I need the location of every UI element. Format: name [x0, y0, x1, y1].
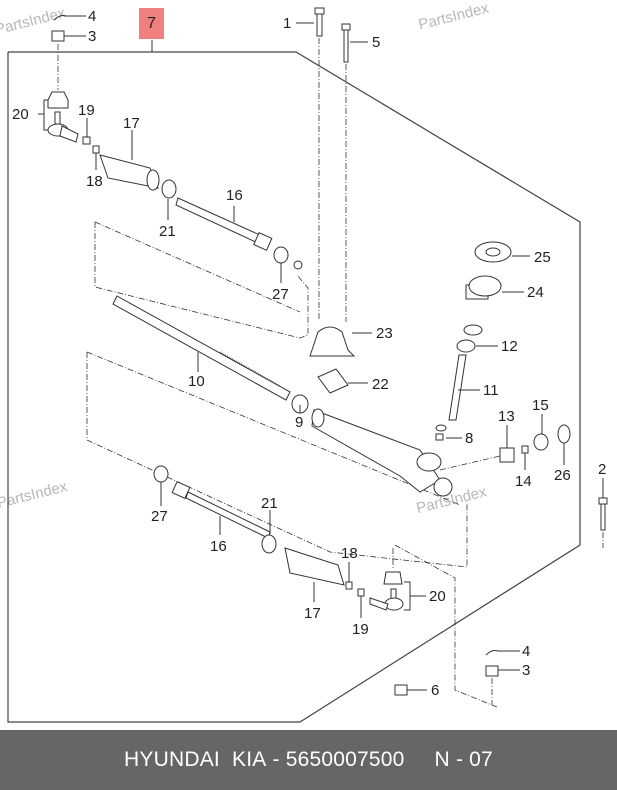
- callout-8[interactable]: 8: [465, 430, 473, 447]
- clamp-21-lower: [261, 510, 277, 554]
- callout-6[interactable]: 6: [431, 682, 439, 699]
- callout-10[interactable]: 10: [188, 373, 205, 390]
- callout-4[interactable]: 4: [88, 8, 96, 25]
- callout-22[interactable]: 22: [372, 376, 389, 393]
- callout-25[interactable]: 25: [534, 249, 551, 266]
- pinion-11: [448, 354, 480, 421]
- cap-25: [474, 241, 530, 263]
- callout-1[interactable]: 1: [283, 15, 291, 32]
- callout-4-lower[interactable]: 4: [522, 643, 530, 660]
- nut-19-upper: [82, 118, 91, 145]
- callout-15[interactable]: 15: [532, 397, 549, 414]
- yoke-13: [439, 425, 515, 471]
- watermark: PartsIndex: [0, 478, 69, 512]
- castle-nut-3: [51, 30, 86, 42]
- tie-rod-end-20-lower: [369, 548, 426, 611]
- parts-diagram: PartsIndex PartsIndex PartsIndex PartsIn…: [0, 0, 608, 723]
- callout-5[interactable]: 5: [372, 34, 380, 51]
- seal-24: [465, 275, 524, 300]
- ring-26: [557, 424, 571, 465]
- castle-nut-3-lower: [485, 665, 520, 705]
- callout-16[interactable]: 16: [226, 187, 243, 204]
- boot-17-upper: [99, 130, 160, 191]
- tie-rod-group-upper: [94, 222, 309, 339]
- nut-14: [521, 445, 529, 470]
- callout-21[interactable]: 21: [159, 223, 176, 240]
- callout-27[interactable]: 27: [272, 286, 289, 303]
- washer-27-upper: [273, 246, 303, 283]
- tie-rod-end-20-upper: [38, 91, 79, 143]
- tie-rod-end-lower-box: [394, 544, 498, 708]
- callout-18-lower[interactable]: 18: [341, 545, 358, 562]
- callout-24[interactable]: 24: [527, 284, 544, 301]
- bushing-22: [317, 368, 368, 394]
- o-ring-8: [435, 424, 462, 441]
- nut-6: [394, 684, 427, 696]
- footer-separator: -: [266, 748, 286, 771]
- footer-caption: HYUNDAI KIA - 5650007500 N - 07: [0, 730, 617, 790]
- snap-ring: [463, 324, 483, 336]
- footer-diagram-code: N - 07: [434, 748, 493, 771]
- bracket-23: [309, 326, 372, 357]
- nut-19-lower: [357, 588, 365, 618]
- callout-12[interactable]: 12: [501, 338, 518, 355]
- callout-9[interactable]: 9: [295, 414, 303, 431]
- callout-14[interactable]: 14: [515, 473, 532, 490]
- callout-20[interactable]: 20: [12, 106, 29, 123]
- callout-2[interactable]: 2: [598, 461, 606, 478]
- callout-27-lower[interactable]: 27: [151, 508, 168, 525]
- washer-18-lower: [345, 562, 353, 590]
- cotter-pin-4-lower: [485, 650, 520, 656]
- assembly-frame: [7, 51, 581, 723]
- bolt-5: [341, 23, 351, 322]
- callout-16-lower[interactable]: 16: [210, 538, 227, 555]
- callout-3-lower[interactable]: 3: [522, 662, 530, 679]
- callout-13[interactable]: 13: [498, 408, 515, 425]
- rack-housing: [311, 408, 453, 497]
- rack-10: [112, 295, 291, 401]
- washer-27-lower: [153, 465, 169, 506]
- washer-18-upper: [92, 145, 100, 170]
- assembly-badge[interactable]: 7: [139, 8, 164, 39]
- bolt-2: [598, 478, 608, 548]
- callout-18[interactable]: 18: [86, 173, 103, 190]
- callout-23[interactable]: 23: [376, 325, 393, 342]
- bushing-9: [291, 394, 309, 414]
- callout-20-lower[interactable]: 20: [429, 588, 446, 605]
- callout-3[interactable]: 3: [88, 28, 96, 45]
- footer-part-number: 5650007500: [285, 748, 405, 771]
- footer-brand: HYUNDAI KIA: [124, 748, 267, 771]
- callout-19-lower[interactable]: 19: [352, 621, 369, 638]
- tie-rod-16-upper: [175, 197, 273, 251]
- boot-17-lower: [284, 547, 345, 602]
- bearing-12: [456, 339, 498, 353]
- cotter-pin-4: [53, 15, 86, 21]
- callout-11[interactable]: 11: [483, 382, 499, 399]
- watermark: PartsIndex: [417, 0, 491, 34]
- rack-group-lower: [86, 352, 468, 568]
- callout-19[interactable]: 19: [78, 102, 95, 119]
- plug-15: [533, 414, 549, 451]
- callout-21-lower[interactable]: 21: [261, 495, 278, 512]
- callout-26[interactable]: 26: [554, 467, 571, 484]
- tie-rod-16-lower: [171, 481, 271, 539]
- bolt-1: [314, 7, 325, 320]
- callout-17-lower[interactable]: 17: [304, 605, 321, 622]
- callout-17[interactable]: 17: [123, 115, 140, 132]
- clamp-21-upper: [161, 179, 177, 220]
